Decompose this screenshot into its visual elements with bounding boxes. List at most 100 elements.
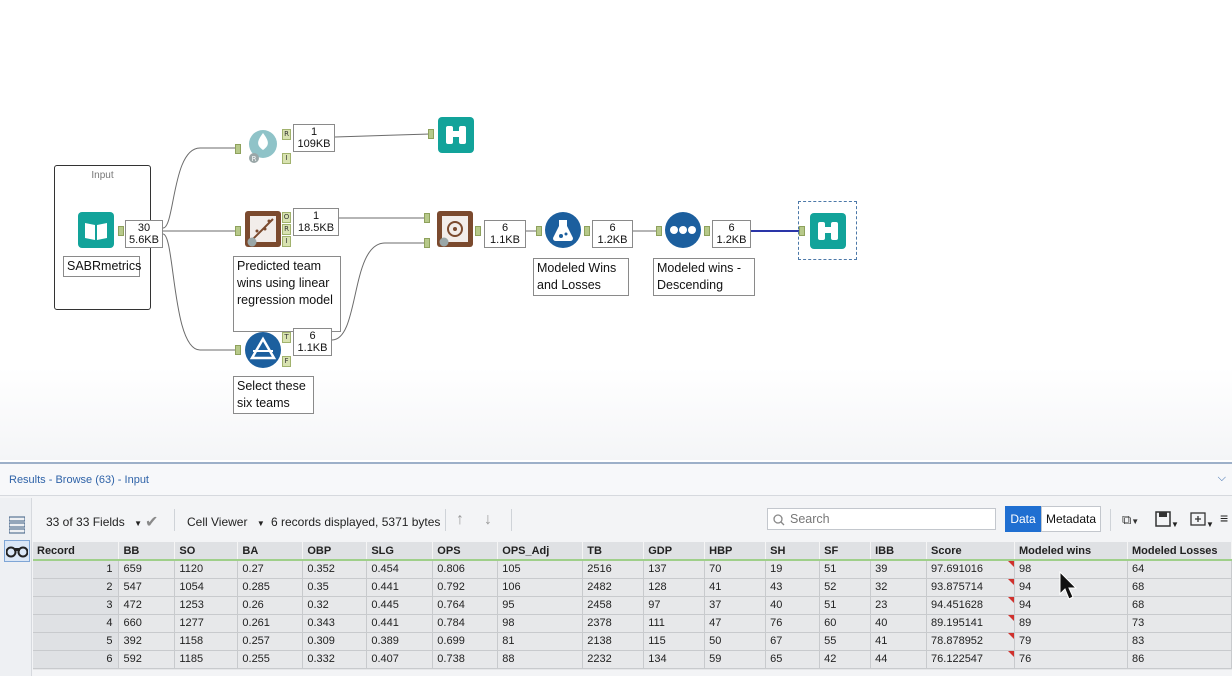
column-header[interactable]: GDP xyxy=(643,542,706,561)
data-cell[interactable]: 0.309 xyxy=(302,632,368,651)
column-header[interactable]: Score xyxy=(926,542,1016,561)
cell-viewer-dropdown[interactable]: Cell Viewer ▼ xyxy=(187,515,265,529)
data-cell[interactable]: 97 xyxy=(643,596,706,615)
input-anchor[interactable] xyxy=(536,226,542,236)
chevron-down-icon[interactable]: ⌵ xyxy=(1217,472,1226,484)
data-cell[interactable]: 23 xyxy=(870,596,928,615)
checkmark-icon[interactable]: ✔ xyxy=(145,514,159,531)
data-cell[interactable]: 88 xyxy=(497,650,584,669)
data-cell[interactable]: 106 xyxy=(497,578,584,597)
column-header[interactable]: Modeled Losses xyxy=(1127,542,1232,561)
data-cell[interactable]: 0.792 xyxy=(432,578,499,597)
data-cell[interactable]: 111 xyxy=(643,614,706,633)
data-cell[interactable]: 76.122547 xyxy=(926,650,1016,669)
record-number-cell[interactable]: 3 xyxy=(33,596,120,615)
data-cell[interactable]: 93.875714 xyxy=(926,578,1016,597)
data-cell[interactable]: 98 xyxy=(1014,560,1128,579)
data-cell[interactable]: 115 xyxy=(643,632,706,651)
data-cell[interactable]: 2138 xyxy=(582,632,645,651)
data-cell[interactable]: 0.32 xyxy=(302,596,368,615)
data-cell[interactable]: 0.26 xyxy=(237,596,304,615)
anchor-false[interactable]: F xyxy=(282,356,291,367)
data-cell[interactable]: 0.352 xyxy=(302,560,368,579)
data-cell[interactable]: 42 xyxy=(819,650,872,669)
column-header[interactable]: OBP xyxy=(302,542,368,561)
data-cell[interactable]: 0.441 xyxy=(366,614,434,633)
data-cell[interactable]: 51 xyxy=(819,596,872,615)
output-anchor[interactable] xyxy=(704,226,710,236)
data-cell[interactable]: 0.699 xyxy=(432,632,499,651)
column-header[interactable]: SF xyxy=(819,542,872,561)
data-cell[interactable]: 1185 xyxy=(174,650,239,669)
data-cell[interactable]: 79 xyxy=(1014,632,1128,651)
data-cell[interactable]: 0.806 xyxy=(432,560,499,579)
data-cell[interactable]: 64 xyxy=(1127,560,1232,579)
data-cell[interactable]: 78.878952 xyxy=(926,632,1016,651)
data-cell[interactable]: 52 xyxy=(819,578,872,597)
formula-tool[interactable] xyxy=(545,212,581,248)
filter-tool[interactable] xyxy=(245,332,281,368)
data-cell[interactable]: 105 xyxy=(497,560,584,579)
sort-tool[interactable] xyxy=(665,212,701,248)
data-cell[interactable]: 89 xyxy=(1014,614,1128,633)
data-cell[interactable]: 0.389 xyxy=(366,632,434,651)
record-number-cell[interactable]: 6 xyxy=(33,650,120,669)
column-header[interactable]: SH xyxy=(765,542,821,561)
data-cell[interactable]: 1158 xyxy=(174,632,239,651)
data-cell[interactable]: 40 xyxy=(870,614,928,633)
column-header[interactable]: OPS_Adj xyxy=(497,542,584,561)
data-cell[interactable]: 592 xyxy=(118,650,176,669)
column-header[interactable]: SO xyxy=(174,542,239,561)
input-anchor[interactable] xyxy=(799,226,805,236)
data-cell[interactable]: 60 xyxy=(819,614,872,633)
data-cell[interactable]: 472 xyxy=(118,596,176,615)
column-header[interactable]: Record xyxy=(33,542,120,561)
binoculars-icon[interactable] xyxy=(4,540,30,562)
anchor-o[interactable]: O xyxy=(282,212,291,223)
anchor-r[interactable]: R xyxy=(282,129,291,140)
data-cell[interactable]: 39 xyxy=(870,560,928,579)
data-cell[interactable]: 0.343 xyxy=(302,614,368,633)
data-cell[interactable]: 0.35 xyxy=(302,578,368,597)
data-cell[interactable]: 43 xyxy=(765,578,821,597)
data-cell[interactable]: 0.454 xyxy=(366,560,434,579)
data-cell[interactable]: 1120 xyxy=(174,560,239,579)
data-cell[interactable]: 98 xyxy=(497,614,584,633)
column-header[interactable]: SLG xyxy=(366,542,434,561)
anchor-r[interactable]: R xyxy=(282,224,291,235)
data-cell[interactable]: 44 xyxy=(870,650,928,669)
record-number-cell[interactable]: 4 xyxy=(33,614,120,633)
data-cell[interactable]: 81 xyxy=(497,632,584,651)
anchor-i[interactable]: I xyxy=(282,153,291,164)
fields-dropdown[interactable]: 33 of 33 Fields ▼ xyxy=(46,515,142,529)
data-cell[interactable]: 40 xyxy=(765,596,821,615)
data-cell[interactable]: 73 xyxy=(1127,614,1232,633)
input-data-tool[interactable] xyxy=(78,212,114,248)
data-cell[interactable]: 392 xyxy=(118,632,176,651)
data-cell[interactable]: 547 xyxy=(118,578,176,597)
column-header[interactable]: IBB xyxy=(870,542,928,561)
data-cell[interactable]: 2378 xyxy=(582,614,645,633)
data-cell[interactable]: 0.261 xyxy=(237,614,304,633)
data-cell[interactable]: 2482 xyxy=(582,578,645,597)
data-cell[interactable]: 0.407 xyxy=(366,650,434,669)
record-number-cell[interactable]: 5 xyxy=(33,632,120,651)
record-number-cell[interactable]: 1 xyxy=(33,560,120,579)
data-view-button[interactable]: Data xyxy=(1005,506,1041,532)
data-cell[interactable]: 68 xyxy=(1127,596,1232,615)
input-anchor[interactable] xyxy=(656,226,662,236)
input-anchor[interactable] xyxy=(428,129,434,139)
data-cell[interactable]: 95 xyxy=(497,596,584,615)
data-cell[interactable]: 76 xyxy=(765,614,821,633)
column-header[interactable]: HBP xyxy=(704,542,767,561)
data-cell[interactable]: 0.257 xyxy=(237,632,304,651)
search-box[interactable] xyxy=(767,508,996,530)
